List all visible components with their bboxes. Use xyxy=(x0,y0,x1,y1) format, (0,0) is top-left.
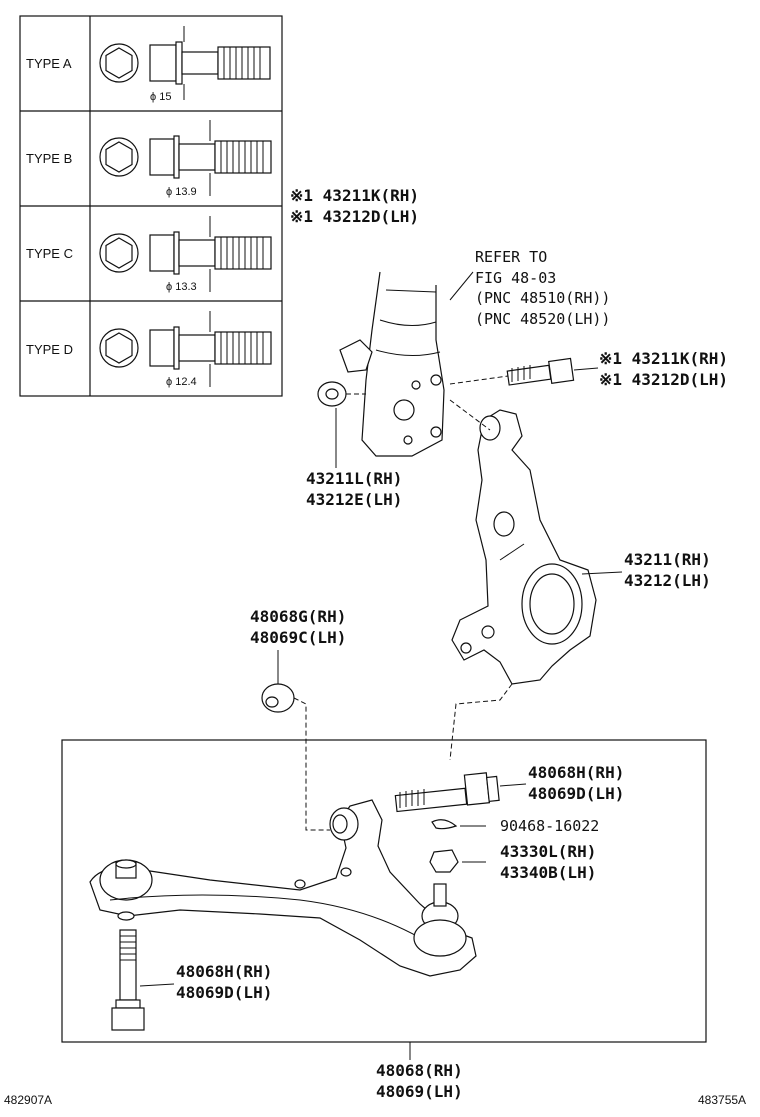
type-b-diameter: ϕ 13.9 xyxy=(166,186,197,198)
label-refer-line2: FIG 48-03 xyxy=(475,269,556,287)
type-c-diameter: ϕ 13.3 xyxy=(166,281,197,293)
type-b-bolt-drawing xyxy=(99,120,272,196)
front-bolt xyxy=(394,772,500,813)
castle-nut xyxy=(429,849,486,873)
label-arm-lh: 48069(LH) xyxy=(376,1082,463,1101)
label-upper-bolt-lh: ※1 43212D(LH) xyxy=(290,207,419,226)
label-strut-bolt-lh: ※1 43212D(LH) xyxy=(599,370,728,389)
label-refer-line3: (PNC 48510(RH)) xyxy=(475,289,610,307)
type-c-label: TYPE C xyxy=(26,246,73,261)
front-bolt-leader xyxy=(499,783,527,787)
rear-bolt-leader xyxy=(139,983,175,987)
label-front-bolt-lh: 48069D(LH) xyxy=(528,784,624,803)
cotter-pin xyxy=(431,819,486,830)
strut-bolt-leader xyxy=(573,367,599,371)
label-nut-lh: 43212E(LH) xyxy=(306,490,402,509)
type-a-bolt-drawing xyxy=(99,26,271,100)
strut-bolt xyxy=(449,357,575,386)
label-upper-bolt-rh: ※1 43211K(RH) xyxy=(290,186,419,205)
label-rear-bolt-rh: 48068H(RH) xyxy=(176,962,272,981)
steering-knuckle xyxy=(449,399,597,685)
label-knuckle-rh: 43211(RH) xyxy=(624,550,711,569)
lower-control-arm xyxy=(89,799,477,977)
label-arm-rh: 48068(RH) xyxy=(376,1061,463,1080)
label-strut-bolt-rh: ※1 43211K(RH) xyxy=(599,349,728,368)
bolt-type-table: TYPE A TYPE B TYPE C TYPE D ϕ 15 xyxy=(19,15,283,397)
type-d-label: TYPE D xyxy=(26,342,73,357)
footer-right-code: 483755A xyxy=(698,1093,746,1107)
lower-arm-frame xyxy=(61,739,707,1043)
knuckle-to-arm-connector xyxy=(449,683,513,761)
type-b-label: TYPE B xyxy=(26,151,72,166)
type-a-diameter: ϕ 15 xyxy=(150,91,171,103)
type-d-bolt-drawing xyxy=(99,311,272,387)
type-a-label: TYPE A xyxy=(26,56,72,71)
footer-left-code: 482907A xyxy=(4,1093,52,1107)
label-castle-nut-rh: 43330L(RH) xyxy=(500,842,596,861)
label-cotter-pin: 90468-16022 xyxy=(500,817,599,835)
label-castle-nut-lh: 43340B(LH) xyxy=(500,863,596,882)
label-refer-line4: (PNC 48520(LH)) xyxy=(475,310,610,328)
refer-leader-line xyxy=(449,271,474,301)
type-c-bolt-drawing xyxy=(99,216,272,292)
label-nut-rh: 43211L(RH) xyxy=(306,469,402,488)
strut-nut xyxy=(317,381,366,468)
label-knuckle-lh: 43212(LH) xyxy=(624,571,711,590)
label-front-bolt-rh: 48068H(RH) xyxy=(528,763,624,782)
label-rear-bolt-lh: 48069D(LH) xyxy=(176,983,272,1002)
label-refer-line1: REFER TO xyxy=(475,248,547,266)
strut-assembly xyxy=(339,271,445,457)
rear-bolt xyxy=(111,929,145,1031)
label-bushing-lh: 48069C(LH) xyxy=(250,628,346,647)
type-d-diameter: ϕ 12.4 xyxy=(166,376,197,388)
label-bushing-rh: 48068G(RH) xyxy=(250,607,346,626)
knuckle-leader xyxy=(581,571,623,575)
bushing-part xyxy=(261,683,330,831)
